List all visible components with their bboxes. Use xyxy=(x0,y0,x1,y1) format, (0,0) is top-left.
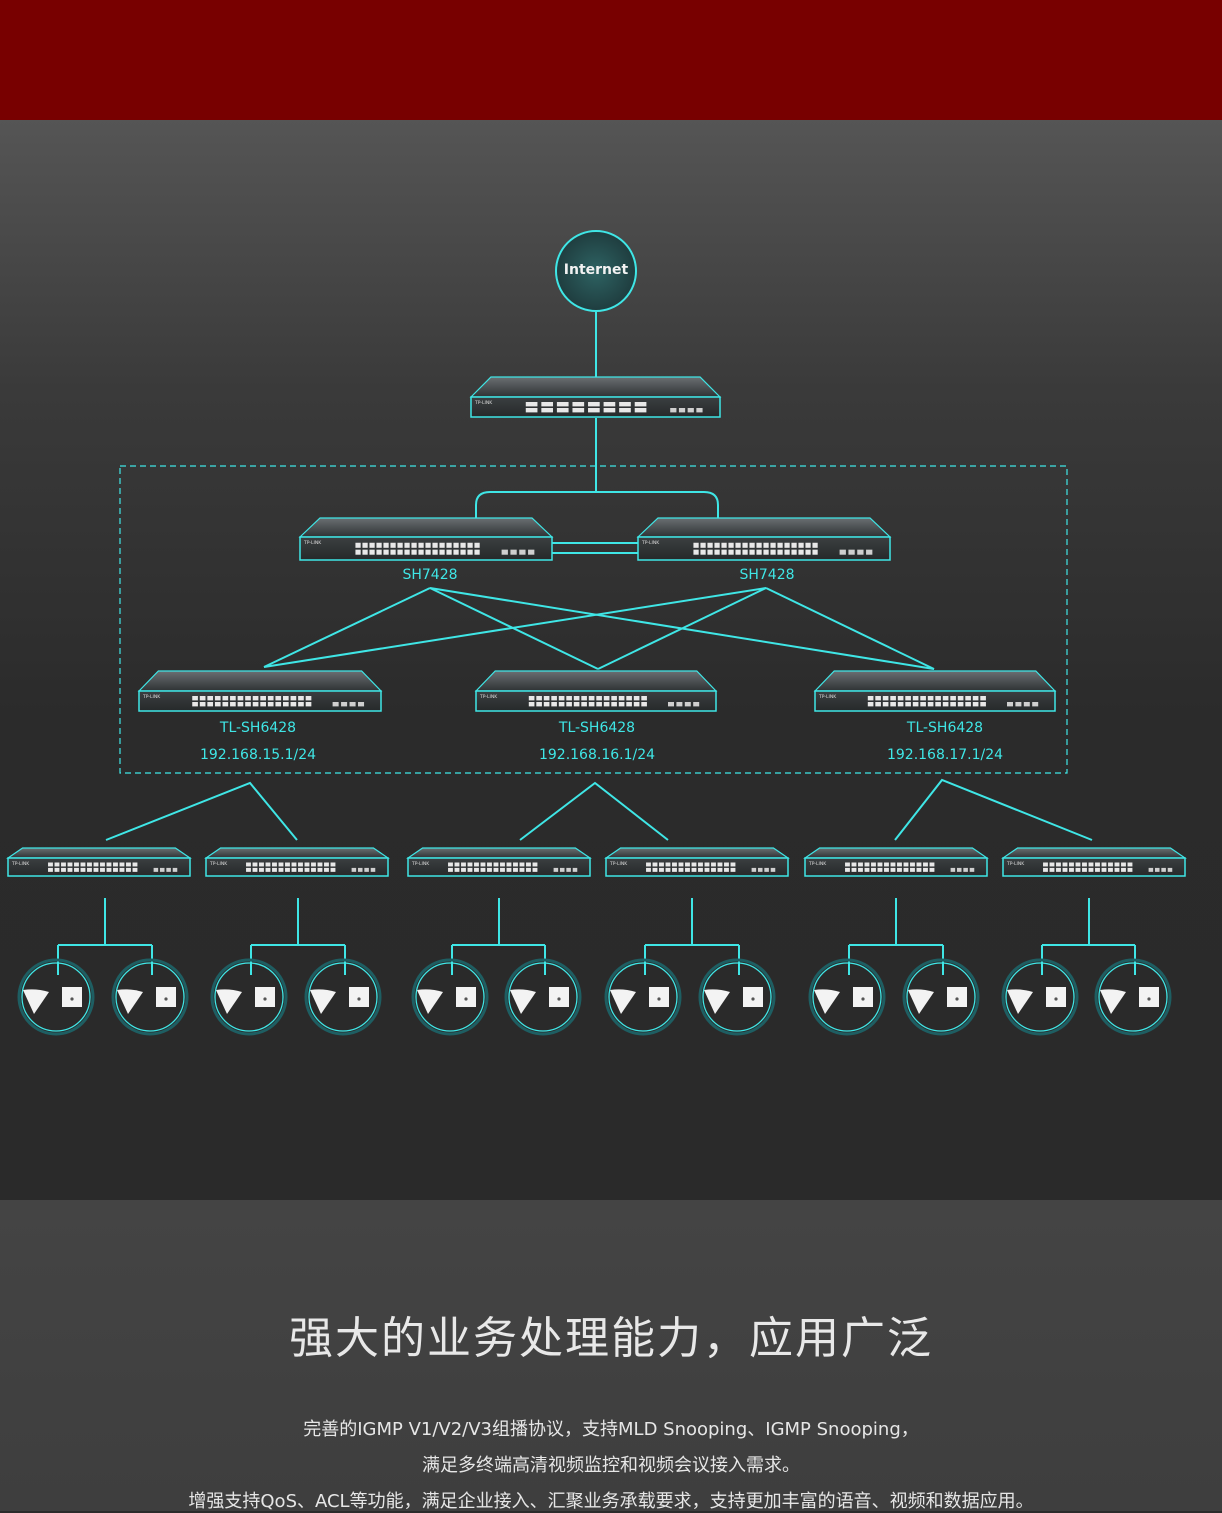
agg-switch-2-ip: 192.168.16.1/24 xyxy=(538,747,656,763)
brand-logo: TP-LINK xyxy=(474,400,493,406)
top-banner xyxy=(0,0,1222,120)
access-point-icon xyxy=(210,958,288,1036)
brand-logo: TP-LINK xyxy=(11,861,30,867)
description-line-2: 满足多终端高清视频监控和视频会议接入需求。 xyxy=(422,1455,800,1476)
access-point-icon xyxy=(1094,958,1172,1036)
description-line-1: 完善的IGMP V1/V2/V3组播协议，支持MLD Snooping、IGMP… xyxy=(303,1419,919,1440)
agg-switch-2-model: TL-SH6428 xyxy=(558,720,636,736)
brand-logo: TP-LINK xyxy=(479,694,498,700)
access-point-icon xyxy=(902,958,980,1036)
access-point-icon xyxy=(604,958,682,1036)
access-point-icon xyxy=(808,958,886,1036)
access-switch-5: TP-LINK xyxy=(803,847,989,877)
access-switch-3: TP-LINK xyxy=(406,847,592,877)
brand-logo: TP-LINK xyxy=(641,540,660,546)
access-point-icon xyxy=(504,958,582,1036)
access-point-icon xyxy=(304,958,382,1036)
brand-logo: TP-LINK xyxy=(142,694,161,700)
access-switch-6: TP-LINK xyxy=(1001,847,1187,877)
core-switch-2-label: SH7428 xyxy=(739,567,795,583)
access-point-icon xyxy=(698,958,776,1036)
core-switch-1: TP-LINK xyxy=(298,517,554,561)
brand-logo: TP-LINK xyxy=(303,540,322,546)
access-switch-4: TP-LINK xyxy=(604,847,790,877)
internet-label: Internet xyxy=(563,262,629,278)
brand-logo: TP-LINK xyxy=(1006,861,1025,867)
access-point-icon xyxy=(411,958,489,1036)
aggregation-switch-1: TP-LINK xyxy=(137,670,383,712)
brand-logo: TP-LINK xyxy=(808,861,827,867)
core-switch-2: TP-LINK xyxy=(636,517,892,561)
text-section-background xyxy=(0,1200,1222,1511)
brand-logo: TP-LINK xyxy=(209,861,228,867)
access-switch-2: TP-LINK xyxy=(204,847,390,877)
brand-logo: TP-LINK xyxy=(818,694,837,700)
access-point-icon xyxy=(111,958,189,1036)
brand-logo: TP-LINK xyxy=(609,861,628,867)
agg-switch-3-model: TL-SH6428 xyxy=(906,720,984,736)
agg-switch-1-ip: 192.168.15.1/24 xyxy=(199,747,317,763)
access-point-icon xyxy=(1001,958,1079,1036)
agg-switch-3-ip: 192.168.17.1/24 xyxy=(886,747,1004,763)
agg-switch-1-model: TL-SH6428 xyxy=(219,720,297,736)
gateway-router: TP-LINK xyxy=(469,376,722,418)
access-point-icon xyxy=(17,958,95,1036)
description-line-3: 增强支持QoS、ACL等功能，满足企业接入、汇聚业务承载要求，支持更加丰富的语音… xyxy=(188,1491,1034,1512)
aggregation-switch-2: TP-LINK xyxy=(474,670,718,712)
section-headline: 强大的业务处理能力，应用广泛 xyxy=(289,1313,933,1364)
core-switch-1-label: SH7428 xyxy=(402,567,458,583)
aggregation-switch-3: TP-LINK xyxy=(813,670,1057,712)
brand-logo: TP-LINK xyxy=(411,861,430,867)
aggregation-zone-border xyxy=(119,465,1068,774)
access-switch-1: TP-LINK xyxy=(6,847,192,877)
network-topology-diagram: TP-LINK TP-LINK TP-LINK TP-LINK TP-LINK TP-LI… xyxy=(6,230,1187,1036)
internet-node xyxy=(555,230,637,312)
connection-lines xyxy=(105,312,1093,841)
